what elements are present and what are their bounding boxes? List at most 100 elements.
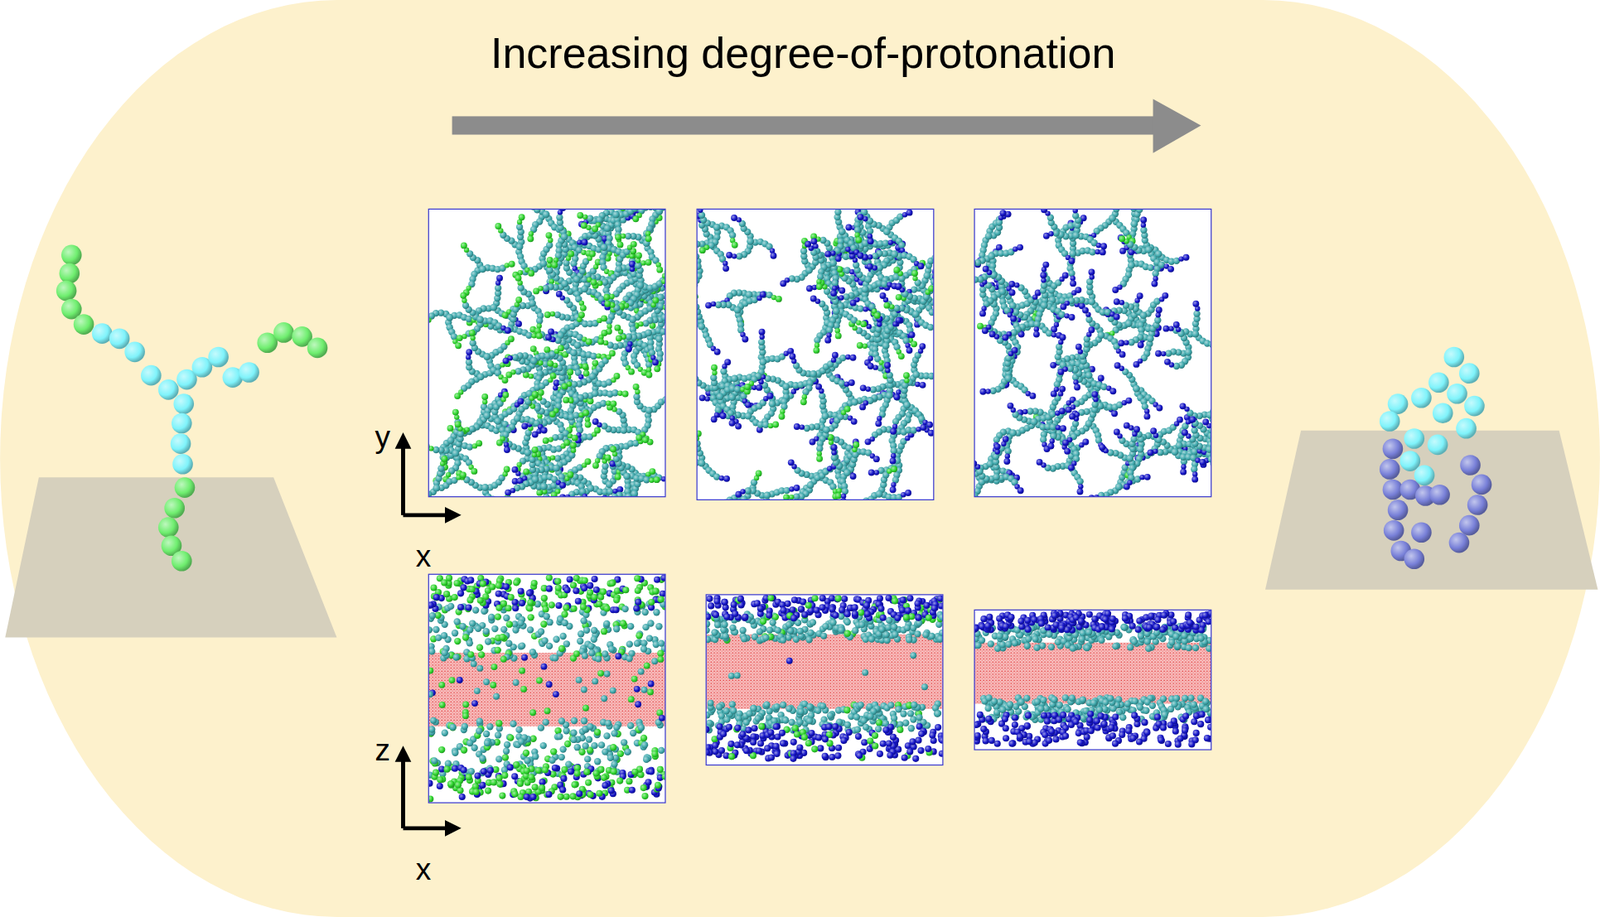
bead <box>502 357 510 365</box>
bead <box>720 367 727 375</box>
bead <box>619 426 628 435</box>
bead <box>526 235 534 242</box>
bead <box>518 213 526 221</box>
bead <box>615 335 623 343</box>
bead <box>570 260 577 267</box>
bead <box>454 392 461 400</box>
bead <box>578 311 585 319</box>
bead <box>722 261 728 266</box>
bead <box>600 422 608 430</box>
bead <box>617 391 623 397</box>
bead <box>586 484 595 493</box>
bead <box>591 225 599 233</box>
bead <box>585 338 593 346</box>
bead <box>531 475 540 484</box>
bead <box>459 292 467 300</box>
bead <box>630 241 638 248</box>
bead <box>545 333 552 341</box>
bead <box>470 468 478 475</box>
bead <box>592 418 600 426</box>
bead <box>806 285 813 292</box>
bead <box>589 352 597 360</box>
bead <box>600 314 608 322</box>
bead <box>447 436 455 445</box>
bead <box>533 208 541 213</box>
bead <box>617 241 624 248</box>
bead <box>594 427 601 435</box>
bead <box>568 451 576 459</box>
simulation-snapshots <box>405 183 1243 803</box>
bead <box>730 214 738 222</box>
bead <box>648 349 656 357</box>
bead <box>503 446 511 454</box>
bead <box>595 216 603 223</box>
bead <box>468 425 476 433</box>
bead <box>724 358 731 366</box>
bead <box>642 436 649 444</box>
surface <box>4 477 337 638</box>
bead <box>546 266 553 274</box>
bead <box>661 278 666 284</box>
bead <box>552 464 561 473</box>
bead <box>551 261 558 269</box>
bead <box>603 294 610 301</box>
bead <box>549 410 556 418</box>
bead <box>432 484 440 493</box>
bead <box>513 415 522 423</box>
bead <box>568 398 574 404</box>
bead <box>635 434 643 441</box>
bead <box>465 354 471 360</box>
bead <box>457 430 465 438</box>
bead <box>873 455 880 463</box>
progress-arrow <box>452 116 1157 135</box>
bead <box>536 317 543 324</box>
bead <box>810 295 817 303</box>
bead <box>504 489 512 497</box>
bead <box>890 482 896 488</box>
bead <box>604 300 611 308</box>
bead <box>609 445 617 453</box>
bead <box>696 262 702 271</box>
bead <box>570 381 578 388</box>
bead <box>428 490 432 497</box>
bead <box>699 394 706 402</box>
bead <box>591 359 599 367</box>
bead <box>600 243 609 252</box>
axis-arrowhead <box>444 820 462 837</box>
bead <box>547 328 555 336</box>
bead <box>531 431 539 439</box>
bead <box>580 304 587 312</box>
bead <box>746 237 755 246</box>
bead <box>452 449 460 458</box>
bead <box>567 251 575 258</box>
surface <box>1265 430 1598 590</box>
bead <box>634 262 642 270</box>
bead <box>623 303 629 309</box>
bead <box>555 290 563 298</box>
bead <box>838 380 846 387</box>
bead <box>770 252 778 260</box>
bead <box>592 462 600 469</box>
bead <box>478 265 487 273</box>
bead <box>848 379 856 387</box>
bead <box>563 439 571 447</box>
bead <box>468 339 476 347</box>
bead <box>517 284 524 291</box>
bead <box>560 232 569 241</box>
bead <box>635 252 643 260</box>
bead <box>483 411 491 420</box>
bead <box>661 476 666 482</box>
bead <box>454 420 462 428</box>
bead <box>508 261 516 268</box>
bead <box>477 373 485 382</box>
bead <box>515 320 523 328</box>
bead <box>523 449 532 457</box>
bead <box>845 354 851 360</box>
bead <box>838 287 846 295</box>
bead <box>515 275 523 282</box>
axis-line <box>402 826 449 831</box>
snapshot-ground <box>428 208 666 497</box>
bead <box>461 298 467 304</box>
bead <box>581 363 589 371</box>
bead <box>744 401 752 409</box>
